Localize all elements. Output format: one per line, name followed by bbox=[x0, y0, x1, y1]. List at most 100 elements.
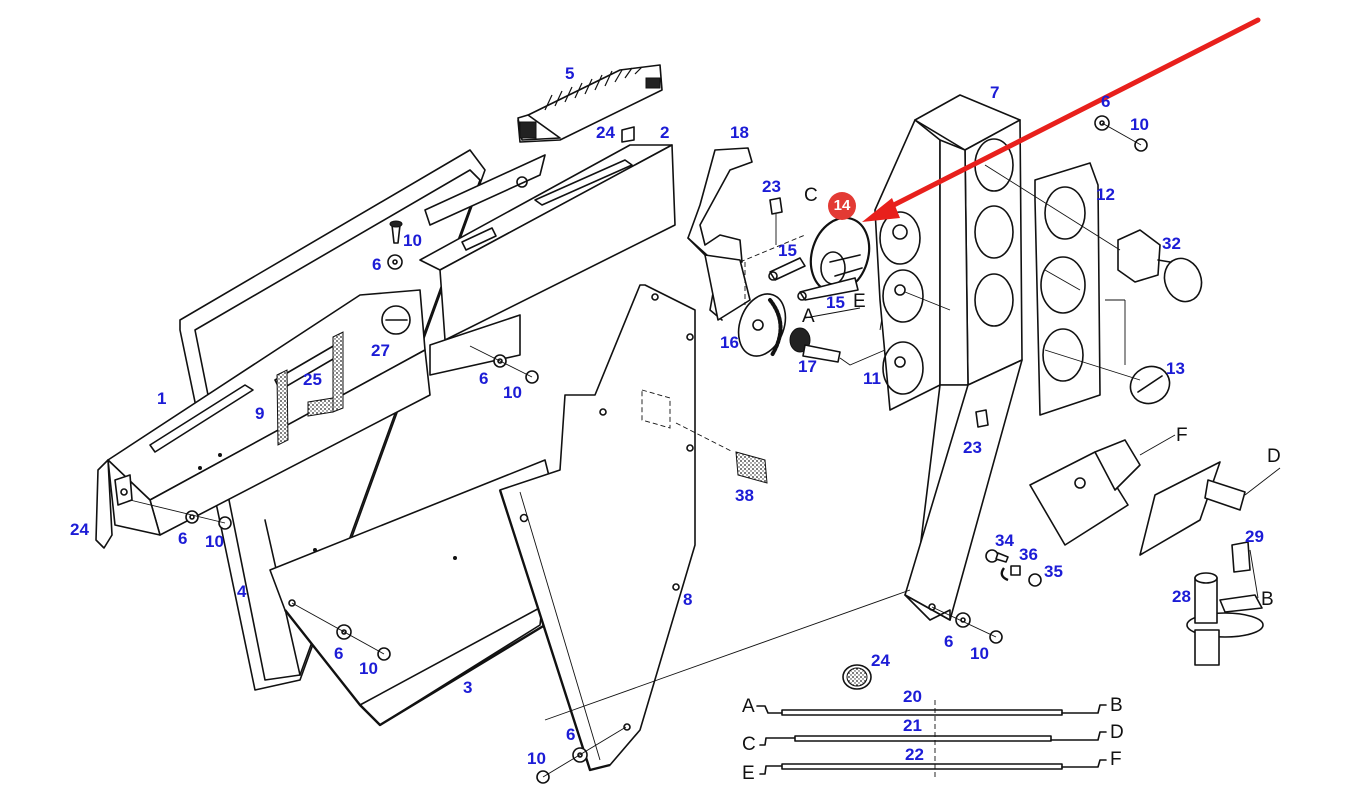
part-12-faceplate bbox=[1034, 162, 1101, 416]
callout-24: 24 bbox=[70, 520, 89, 539]
flap-d bbox=[1139, 461, 1281, 556]
part-23-clip-upper bbox=[769, 197, 783, 245]
callout-6: 6 bbox=[372, 255, 382, 274]
part-1-console-beam bbox=[107, 289, 431, 536]
part-17-pinion bbox=[789, 327, 886, 366]
part-28-valve bbox=[1186, 572, 1264, 666]
callout-7: 7 bbox=[990, 83, 1000, 102]
callout-8: 8 bbox=[683, 590, 693, 609]
part-16-gear-sector bbox=[737, 293, 787, 357]
callout-24: 24 bbox=[871, 651, 890, 670]
callout-18: 18 bbox=[730, 123, 749, 142]
cable-20-end-left: A bbox=[742, 696, 755, 717]
callout-6: 6 bbox=[1101, 92, 1111, 111]
part-24-clip-top bbox=[621, 126, 635, 143]
callout-17: 17 bbox=[798, 357, 817, 376]
callout-6: 6 bbox=[479, 369, 489, 388]
callout-5: 5 bbox=[565, 64, 575, 83]
callout-6: 6 bbox=[178, 529, 188, 548]
flap-f bbox=[1029, 434, 1176, 546]
callout-2: 2 bbox=[660, 123, 670, 142]
connection-letter-d: D bbox=[1267, 446, 1281, 467]
callout-21: 21 bbox=[903, 716, 922, 735]
callout-28: 28 bbox=[1172, 587, 1191, 606]
callout-11: 11 bbox=[863, 369, 881, 388]
cables bbox=[756, 700, 1107, 780]
callout-36: 36 bbox=[1019, 545, 1038, 564]
callout-22: 22 bbox=[905, 745, 924, 764]
callout-23: 23 bbox=[963, 438, 982, 457]
callout-35: 35 bbox=[1044, 562, 1063, 581]
part-32-switch-knob bbox=[1117, 229, 1203, 303]
callout-16: 16 bbox=[720, 333, 739, 352]
callout-6: 6 bbox=[944, 632, 954, 651]
cable-20 bbox=[756, 704, 1107, 716]
washer-screw-4 bbox=[536, 726, 627, 784]
part-29-connector bbox=[1231, 541, 1259, 599]
cable-21-end-left: C bbox=[742, 734, 756, 755]
callout-25: 25 bbox=[303, 370, 322, 389]
connection-letter-e: E bbox=[853, 291, 866, 312]
part-5-vent-grille bbox=[517, 64, 663, 143]
callout-23: 23 bbox=[762, 177, 781, 196]
callout-10: 10 bbox=[1130, 115, 1149, 134]
part-24-gasket-left bbox=[95, 459, 113, 549]
callout-6: 6 bbox=[334, 644, 344, 663]
cable-22 bbox=[759, 759, 1107, 775]
callout-4: 4 bbox=[237, 582, 247, 601]
callout-10: 10 bbox=[205, 532, 224, 551]
part-14-cable-drum bbox=[809, 216, 871, 294]
washer-screw-5 bbox=[931, 606, 1003, 644]
part-13-knob bbox=[1129, 365, 1171, 405]
part-24-grommet bbox=[842, 664, 872, 690]
connection-letter-f: F bbox=[1176, 425, 1188, 446]
washer-screw-6 bbox=[1094, 115, 1148, 152]
callout-29: 29 bbox=[1245, 527, 1264, 546]
callout-24: 24 bbox=[596, 123, 615, 142]
washers-and-screws bbox=[129, 115, 1148, 784]
washer-screw-3 bbox=[291, 602, 391, 661]
leader-lines-right bbox=[904, 164, 1141, 381]
leader-line-long bbox=[544, 589, 911, 721]
callout-15: 15 bbox=[778, 241, 797, 260]
callout-10: 10 bbox=[359, 659, 378, 678]
cable-21 bbox=[759, 731, 1107, 746]
callout-20: 20 bbox=[903, 687, 922, 706]
callout-15: 15 bbox=[826, 293, 845, 312]
cable-21-end-right: D bbox=[1110, 722, 1124, 743]
highlight-badge-14: 14 bbox=[828, 192, 856, 220]
washer-screw-1 bbox=[129, 499, 232, 530]
callout-6: 6 bbox=[566, 725, 576, 744]
callout-34: 34 bbox=[995, 531, 1014, 550]
washer-screw-top-left bbox=[387, 220, 403, 270]
callout-10: 10 bbox=[527, 749, 546, 768]
part-8-side-panel bbox=[498, 284, 734, 772]
callout-27: 27 bbox=[371, 341, 390, 360]
cable-22-end-left: E bbox=[742, 763, 755, 784]
callout-10: 10 bbox=[503, 383, 522, 402]
cable-22-end-right: F bbox=[1110, 749, 1122, 770]
part-25-foam-strip bbox=[307, 331, 344, 417]
callout-32: 32 bbox=[1162, 234, 1181, 253]
callout-9: 9 bbox=[255, 404, 265, 423]
callout-10: 10 bbox=[970, 644, 989, 663]
callout-3: 3 bbox=[463, 678, 473, 697]
callout-1: 1 bbox=[157, 389, 167, 408]
part-11-control-bezel bbox=[874, 119, 941, 411]
part-38-foam-pad bbox=[735, 451, 768, 484]
callout-38: 38 bbox=[735, 486, 754, 505]
part-3-lower-tray bbox=[269, 459, 556, 727]
connection-letter-c: C bbox=[804, 185, 818, 206]
callout-10: 10 bbox=[403, 231, 422, 250]
cable-20-end-right: B bbox=[1110, 695, 1123, 716]
part-7-housing bbox=[904, 94, 1023, 621]
part-15-rods bbox=[768, 257, 859, 301]
callout-12: 12 bbox=[1096, 185, 1115, 204]
part-2-upper-beam bbox=[419, 144, 676, 376]
part-18-lever bbox=[687, 147, 753, 321]
highlight-arrow bbox=[862, 17, 1261, 222]
part-23-clip-lower bbox=[975, 409, 989, 428]
fasteners-34-35-36 bbox=[985, 549, 1042, 587]
connection-letter-a: A bbox=[802, 306, 815, 327]
